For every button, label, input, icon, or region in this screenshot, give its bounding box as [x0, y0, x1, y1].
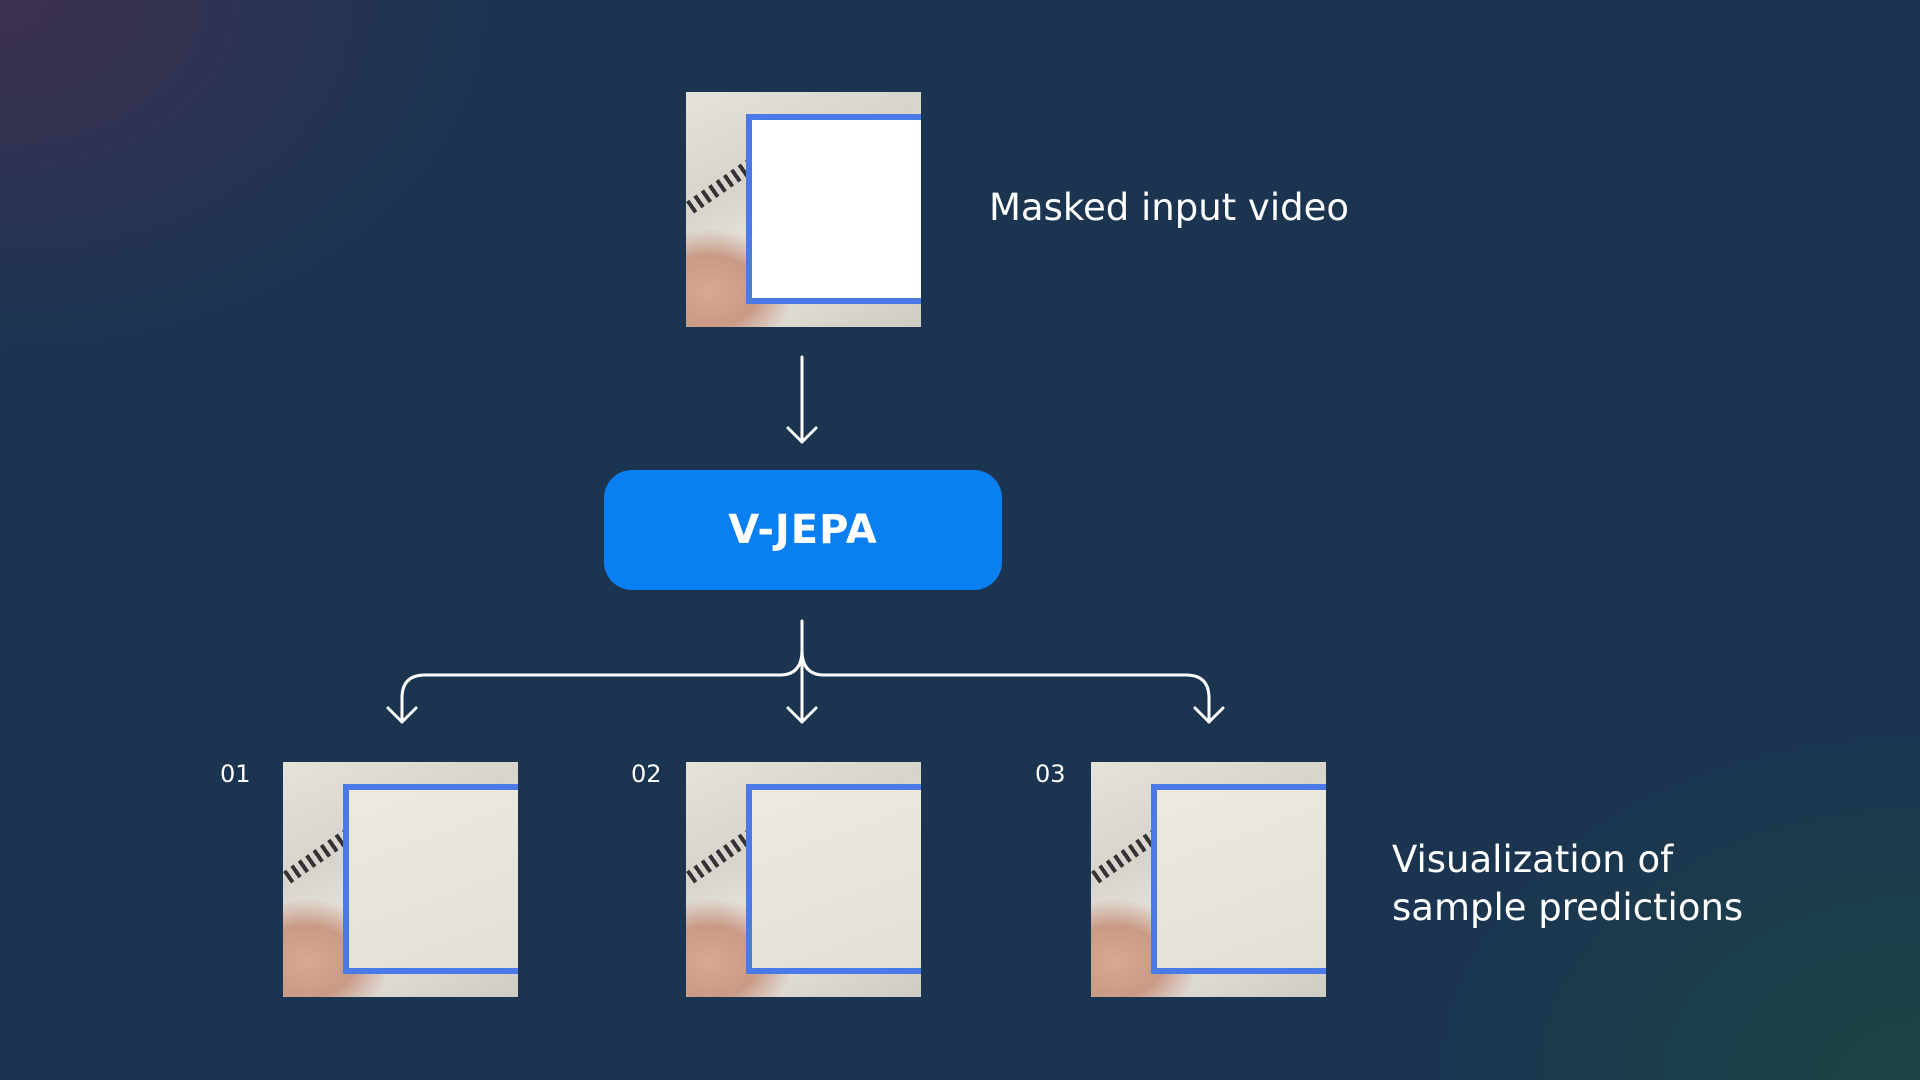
mask-region: [746, 114, 921, 304]
prediction-number-03: 03: [1035, 760, 1066, 788]
prediction-number-02: 02: [631, 760, 662, 788]
prediction-thumbnail-03: [1091, 762, 1326, 997]
predicted-region: [343, 784, 518, 974]
masked-input-label: Masked input video: [989, 186, 1349, 229]
predictions-label-line2: sample predictions: [1392, 886, 1744, 930]
predicted-region: [1151, 784, 1326, 974]
v-jepa-model-box: V-JEPA: [604, 470, 1002, 590]
predicted-region: [746, 784, 921, 974]
predictions-label-line1: Visualization of: [1392, 838, 1674, 881]
masked-input-video-thumbnail: [686, 92, 921, 327]
predictions-label: Visualization of sample predictions: [1392, 836, 1743, 932]
prediction-thumbnail-01: [283, 762, 518, 997]
prediction-number-01: 01: [220, 760, 251, 788]
prediction-thumbnail-02: [686, 762, 921, 997]
branch-arrows: [386, 619, 1225, 724]
v-jepa-label: V-JEPA: [728, 507, 878, 553]
arrow-down-icon: [786, 355, 818, 444]
